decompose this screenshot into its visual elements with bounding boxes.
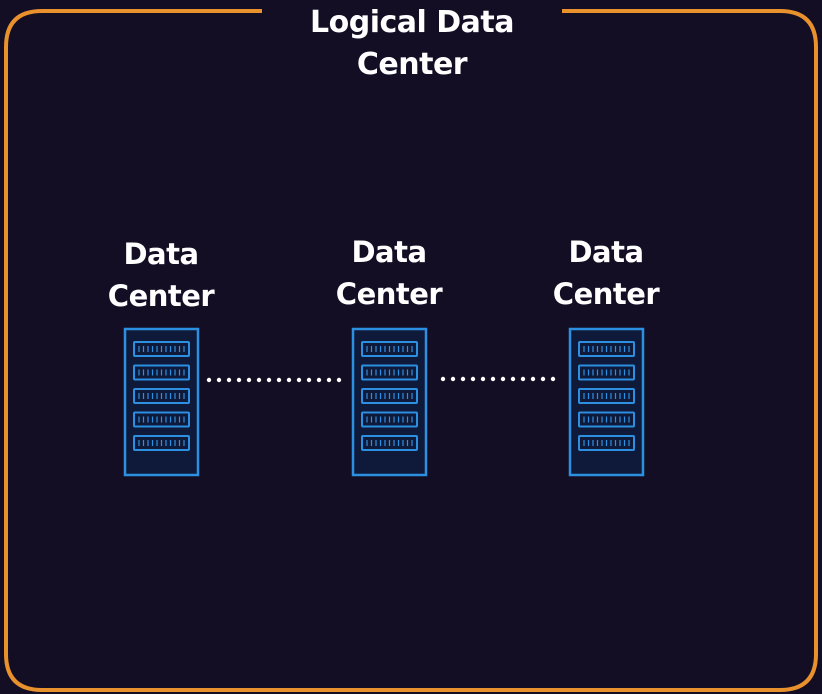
- connector-dot: [246, 377, 252, 383]
- connector-dot: [530, 376, 536, 382]
- data-center-label: Data Center: [107, 237, 215, 313]
- connector-dot: [306, 377, 312, 383]
- connector-dot: [216, 377, 222, 383]
- server-rack-icon: [568, 327, 645, 477]
- connector-dot: [520, 376, 526, 382]
- connector-dot: [550, 376, 556, 382]
- connector-dot: [226, 377, 232, 383]
- dotted-connector: [206, 377, 342, 383]
- rack-slot: [578, 388, 635, 404]
- server-rack-icon: [123, 327, 200, 477]
- connector-dot: [450, 376, 456, 382]
- rack-slot: [133, 364, 190, 381]
- rack-slot: [578, 364, 635, 381]
- connector-dot: [326, 377, 332, 383]
- rack-slot: [361, 364, 418, 381]
- rack-slot: [361, 411, 418, 428]
- rack-slot: [578, 435, 635, 451]
- connector-dot: [460, 376, 466, 382]
- connector-dot: [336, 377, 342, 383]
- data-center-label: Data Center: [335, 235, 443, 311]
- connector-dot: [206, 377, 212, 383]
- rack-slot: [133, 435, 190, 451]
- diagram-title: Logical Data Center: [310, 5, 514, 82]
- logical-data-center-frame: [4, 9, 818, 692]
- connector-dot: [480, 376, 486, 382]
- connector-dot: [276, 377, 282, 383]
- rack-slot: [578, 341, 635, 357]
- dotted-connector: [440, 376, 556, 382]
- connector-dot: [440, 376, 446, 382]
- rack-slot: [361, 435, 418, 451]
- connector-dot: [266, 377, 272, 383]
- rack-slot: [361, 388, 418, 404]
- data-center-label: Data Center: [552, 235, 660, 311]
- connector-dot: [316, 377, 322, 383]
- rack-slot: [133, 411, 190, 428]
- connector-dot: [256, 377, 262, 383]
- connector-dot: [296, 377, 302, 383]
- connector-dot: [510, 376, 516, 382]
- connector-dot: [490, 376, 496, 382]
- rack-slot: [578, 411, 635, 428]
- connector-dot: [286, 377, 292, 383]
- connector-dot: [500, 376, 506, 382]
- connector-dot: [470, 376, 476, 382]
- connector-dot: [540, 376, 546, 382]
- rack-slot: [361, 341, 418, 357]
- rack-slot: [133, 341, 190, 357]
- connector-dot: [236, 377, 242, 383]
- rack-slot: [133, 388, 190, 404]
- server-rack-icon: [351, 327, 428, 477]
